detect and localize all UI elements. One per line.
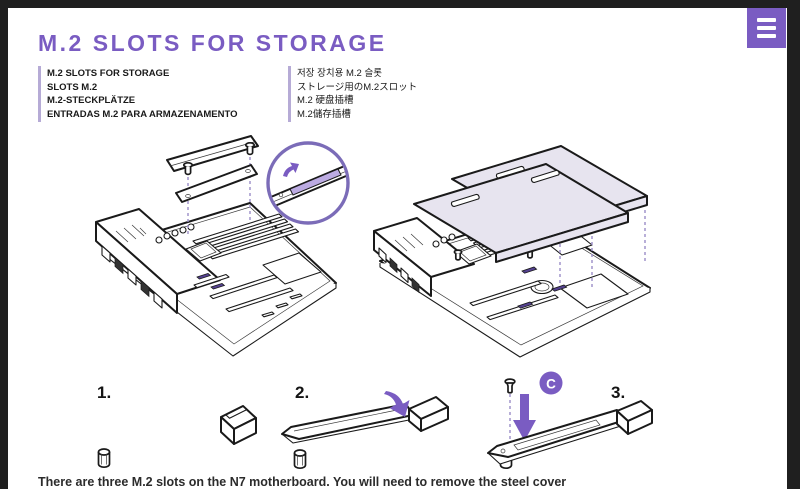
m2-connector — [521, 266, 538, 274]
m2-connector — [196, 272, 212, 280]
m2-cover-strip-top — [166, 135, 259, 172]
translation-line: M.2-STECKPLÄTZE — [47, 95, 136, 106]
step-3-label: 3. — [611, 383, 625, 402]
pcie-slots — [193, 273, 294, 313]
insert-arrow-icon — [384, 391, 410, 417]
translations-cjk: 저장 장치용 M.2 슬롯 ストレージ用のM.2スロット M.2 硬盘插槽 M.… — [288, 66, 417, 122]
step-1-label: 1. — [97, 383, 111, 402]
translation-line: M.2 SLOTS FOR STORAGE — [47, 68, 170, 79]
chipset-heatsink — [559, 273, 629, 309]
menu-button[interactable] — [747, 8, 786, 48]
standoff-icon — [293, 449, 307, 470]
cpu-socket — [185, 240, 222, 262]
translation-line: M.2 硬盘插槽 — [297, 95, 354, 106]
m2-ssd-flat — [487, 409, 629, 465]
manual-page: M.2 SLOTS FOR STORAGE M.2 SLOTS FOR STOR… — [8, 8, 787, 489]
instruction-text: There are three M.2 slots on the N7 moth… — [38, 475, 567, 489]
cpu-socket — [454, 243, 492, 265]
m2-slot-block — [408, 396, 449, 432]
screw-icon — [244, 141, 256, 156]
peel-arrow-icon — [283, 162, 299, 177]
m2-connector — [210, 282, 226, 290]
page-title: M.2 SLOTS FOR STORAGE — [38, 30, 387, 56]
m2-slot-block — [220, 405, 257, 445]
chipset-heatsink — [262, 252, 322, 285]
illustration-canvas: 1. 2. — [95, 135, 653, 470]
hamburger-menu-icon — [757, 18, 776, 38]
screw-down-arrow-icon — [513, 394, 536, 441]
m2-connector — [551, 284, 568, 292]
steel-cover-front — [413, 163, 629, 263]
screw-icon — [453, 249, 463, 261]
m2-cover-strip-bottom — [175, 164, 258, 203]
translations-latin: M.2 SLOTS FOR STORAGE SLOTS M.2 M.2-STEC… — [38, 66, 238, 122]
diagram-right-steel-covers — [373, 145, 651, 358]
translation-line: ストレージ用のM.2スロット — [297, 81, 418, 93]
step-3-illustration: 3. — [487, 383, 653, 470]
diagram-left-m2-covers — [95, 135, 350, 357]
step-2-illustration: 2. — [281, 383, 449, 470]
m2-connector — [517, 301, 534, 309]
callout-c-label: C — [546, 377, 556, 392]
translation-line: 저장 장치용 M.2 슬롯 — [297, 68, 382, 79]
screw-icon — [182, 161, 194, 176]
thermal-pad — [289, 168, 342, 196]
callout-c-badge — [539, 371, 563, 395]
translation-line: M.2儲存插槽 — [297, 108, 351, 120]
translation-line: SLOTS M.2 — [47, 81, 98, 93]
step-c-callout: C — [504, 371, 563, 456]
standoff-icon — [97, 448, 111, 469]
detail-inset-circle — [266, 141, 350, 225]
screw-icon — [504, 378, 516, 394]
m2-slot-block — [616, 400, 653, 435]
step-1-illustration: 1. — [97, 383, 257, 469]
step-2-label: 2. — [295, 383, 309, 402]
translation-line: ENTRADAS M.2 PARA ARMAZENAMENTO — [47, 108, 238, 120]
